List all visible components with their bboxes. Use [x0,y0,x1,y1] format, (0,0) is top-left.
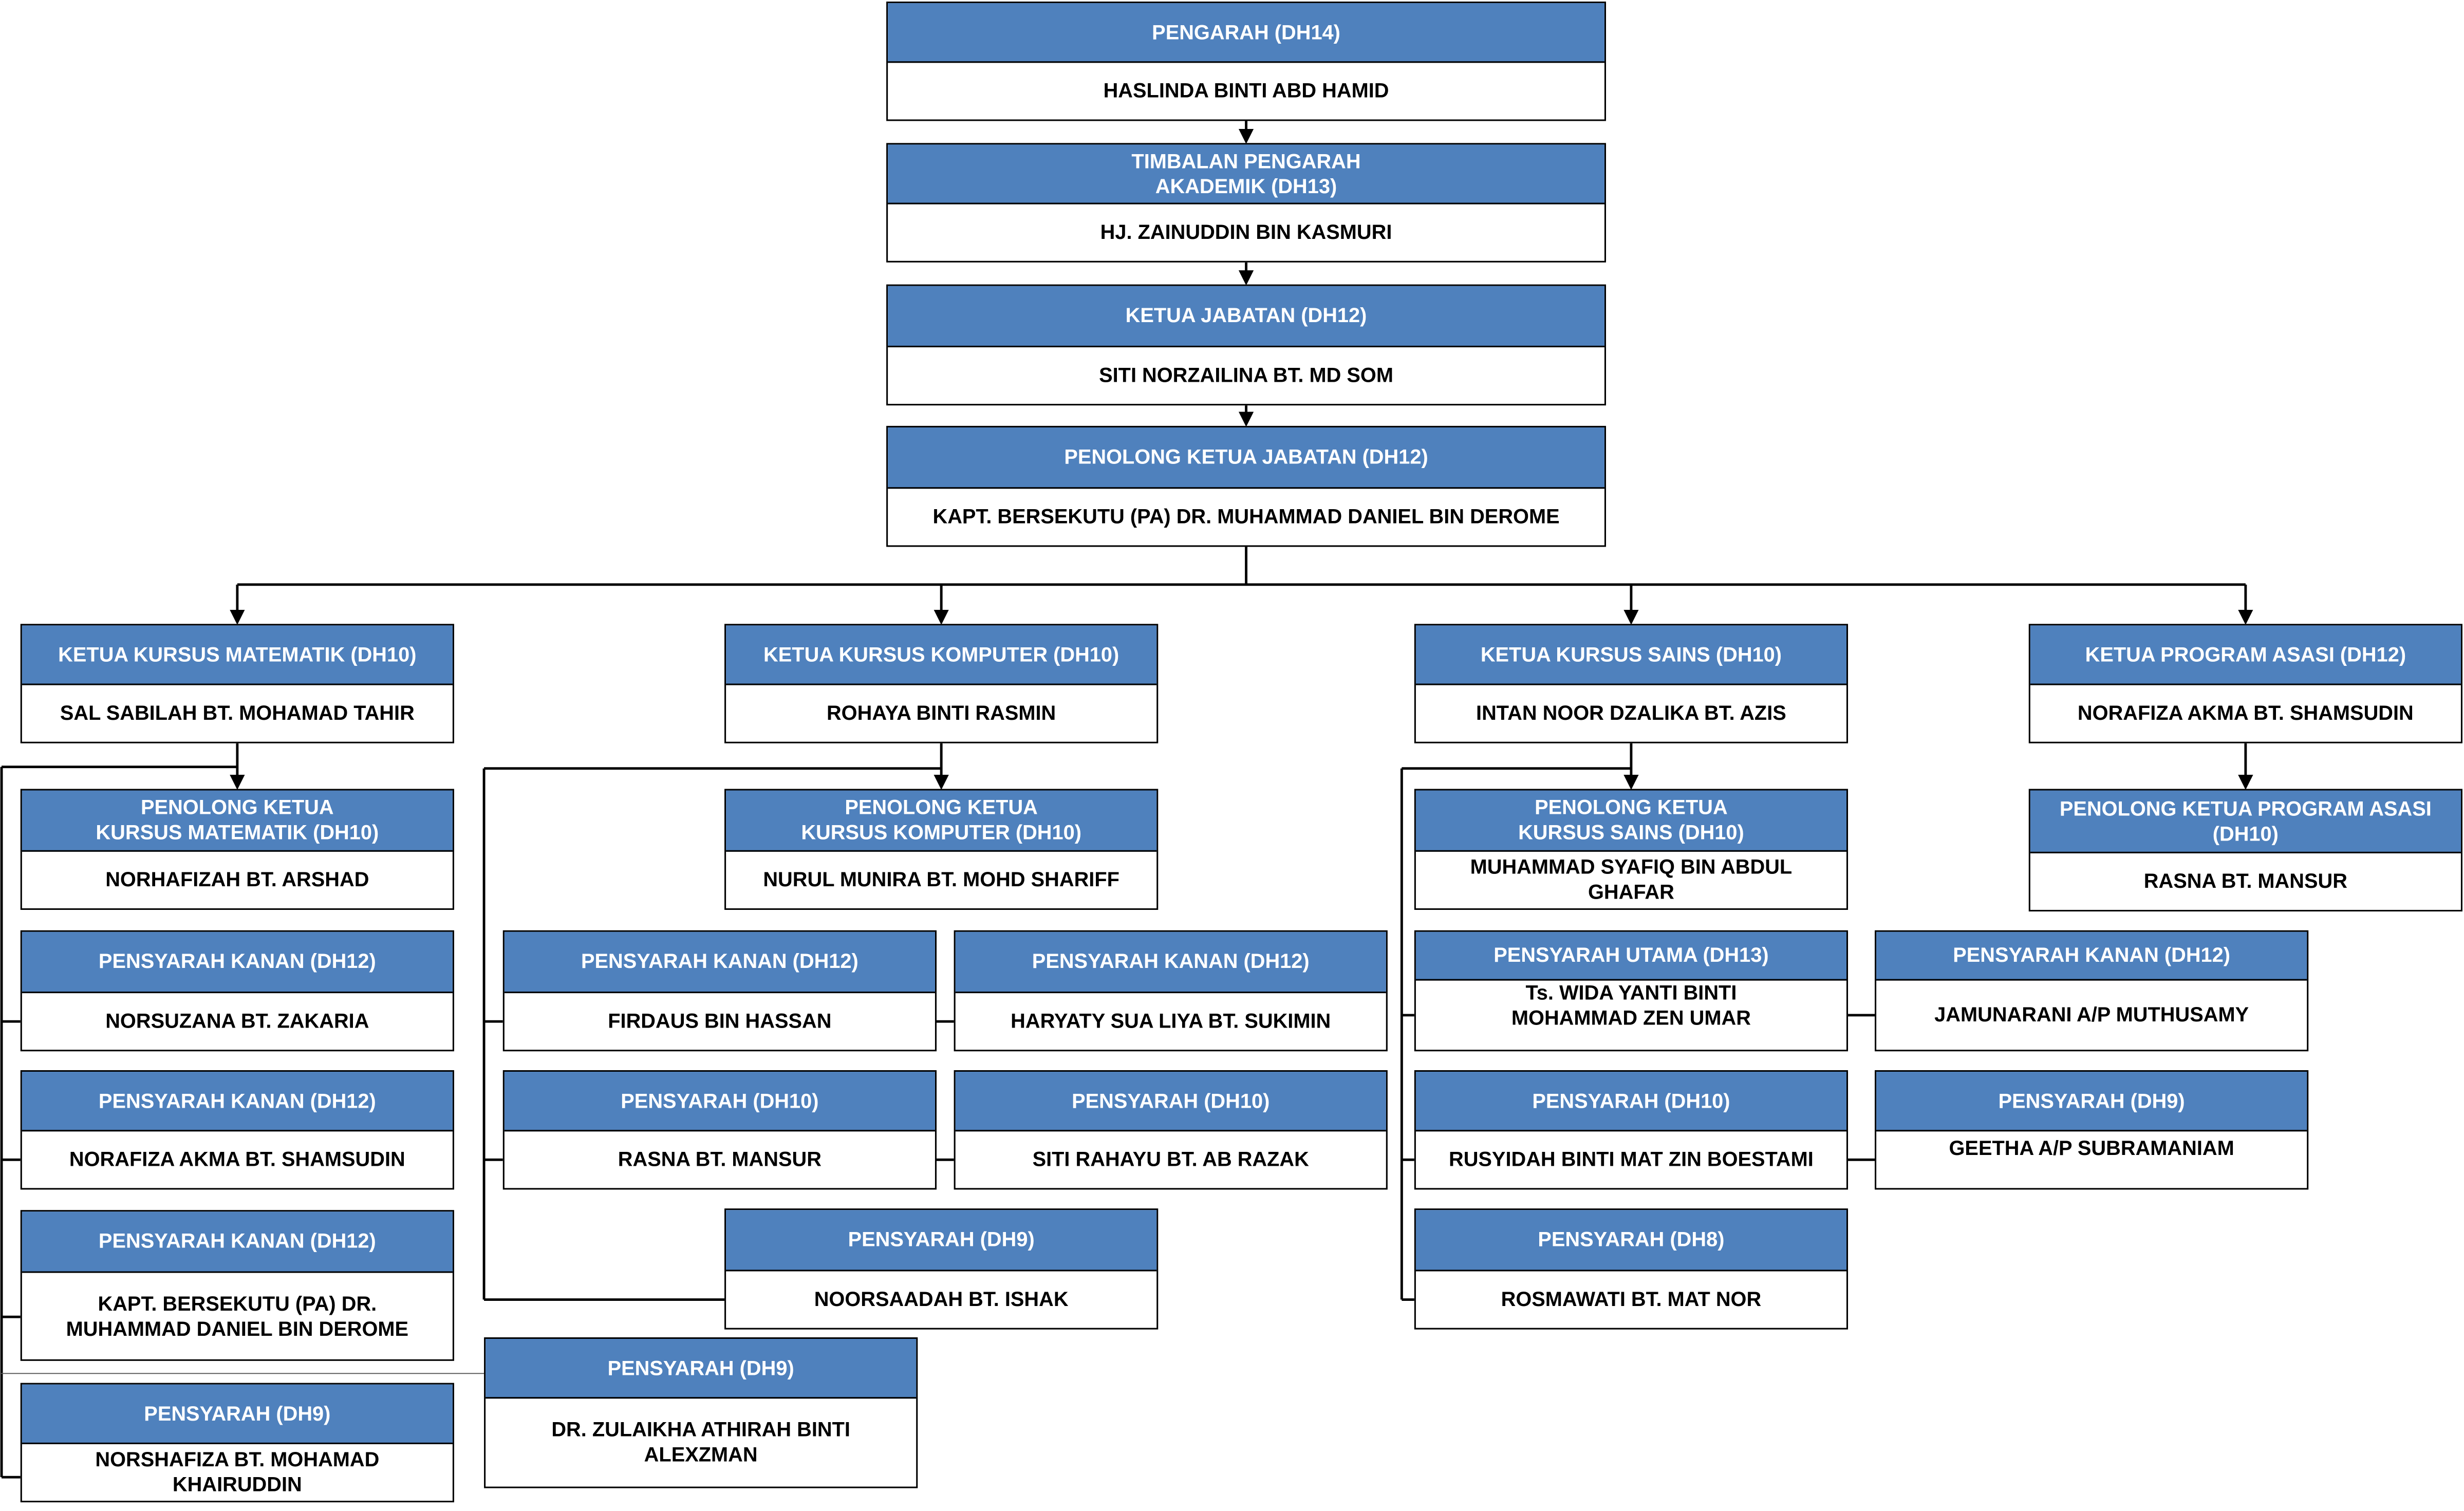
org-box: KETUA JABATAN (DH12) SITI NORZAILINA BT. … [886,284,1606,406]
person-name: NORSUZANA BT. ZAKARIA [105,1009,369,1033]
person-name: SITI NORZAILINA BT. MD SOM [1099,363,1393,387]
position-title: KETUA KURSUS SAINS (DH10) [1415,625,1846,685]
position-title: PENOLONG KETUA PROGRAM ASASI (DH10) [2030,790,2461,853]
org-box: PENSYARAH KANAN (DH12) NORAFIZA AKMA BT. … [20,1070,454,1190]
position-title: PENSYARAH (DH9) [726,1210,1157,1272]
position-title: PENSYARAH KANAN (DH12) [22,1072,453,1132]
org-box: PENOLONG KETUA KURSUS SAINS (DH10)MUHAMM… [1414,789,1849,910]
position-title: PENSYARAH UTAMA (DH13) [1415,931,1846,981]
org-box: KETUA KURSUS KOMPUTER (DH10) ROHAYA BINTI… [724,624,1159,743]
position-title: KETUA KURSUS MATEMATIK (DH10) [22,625,453,685]
position-title: PENOLONG KETUA JABATAN (DH12) [888,427,1604,489]
person-name: KAPT. BERSEKUTU (PA) DR. MUHAMMAD DANIEL… [932,504,1560,528]
person-name: RASNA BT. MANSUR [618,1147,822,1171]
org-box: TIMBALAN PENGARAH AKADEMIK (DH13) HJ. ZAI… [886,143,1606,263]
position-title: PENOLONG KETUA KURSUS SAINS (DH10) [1415,790,1846,852]
org-box: PENSYARAH KANAN (DH12) NORSUZANA BT. ZAKA… [20,930,454,1052]
position-title: PENSYARAH (DH9) [1876,1072,2307,1132]
org-box: KETUA KURSUS SAINS (DH10) INTAN NOOR DZAL… [1414,624,1849,743]
org-box: KETUA KURSUS MATEMATIK (DH10) SAL SABILAH… [20,624,454,743]
position-title: KETUA JABATAN (DH12) [888,286,1604,347]
org-box: PENSYARAH (DH8) ROSMAWATI BT. MAT NOR [1414,1208,1849,1330]
position-title: PENOLONG KETUA KURSUS KOMPUTER (DH10) [726,790,1157,852]
org-box: PENSYARAH KANAN (DH12) FIRDAUS BIN HASSAN [502,930,937,1052]
position-title: PENSYARAH (DH9) [486,1339,917,1399]
position-title: PENSYARAH KANAN (DH12) [955,931,1386,994]
person-name: INTAN NOOR DZALIKA BT. AZIS [1476,701,1786,725]
position-title: PENSYARAH KANAN (DH12) [504,931,935,994]
person-name: HARYATY SUA LIYA BT. SUKIMIN [1011,1009,1331,1033]
org-box: PENSYARAH (DH9)NORSHAFIZA BT. MOHAMAD KH… [20,1383,454,1503]
person-name: GEETHA A/P SUBRAMANIAM [1949,1136,2234,1160]
org-box: PENGARAH (DH14) HASLINDA BINTI ABD HAMID [886,2,1606,121]
position-title: PENSYARAH KANAN (DH12) [1876,931,2307,981]
position-title: PENSYARAH (DH10) [1415,1072,1846,1132]
position-title: PENSYARAH KANAN (DH12) [22,1211,453,1273]
person-name: SITI RAHAYU BT. AB RAZAK [1032,1147,1309,1171]
person-name: JAMUNARANI A/P MUTHUSAMY [1934,1002,2249,1027]
org-box: PENOLONG KETUA JABATAN (DH12) KAPT. BERSE… [886,425,1606,547]
person-name: NOORSAADAH BT. ISHAK [814,1287,1069,1311]
org-box: PENSYARAH (DH9) NOORSAADAH BT. ISHAK [724,1208,1159,1330]
org-box: PENSYARAH (DH10) RASNA BT. MANSUR [502,1070,937,1190]
position-title: KETUA PROGRAM ASASI (DH12) [2030,625,2461,685]
person-name: RASNA BT. MANSUR [2143,869,2347,893]
person-name: KAPT. BERSEKUTU (PA) DR. MUHAMMAD DANIEL… [66,1291,409,1340]
person-name: NORAFIZA AKMA BT. SHAMSUDIN [2077,701,2414,725]
org-box: PENSYARAH (DH9) DR. ZULAIKHA ATHIRAH BINT… [484,1337,918,1488]
person-name: ROSMAWATI BT. MAT NOR [1501,1287,1762,1311]
position-title: KETUA KURSUS KOMPUTER (DH10) [726,625,1157,685]
org-box: PENSYARAH (DH10) RUSYIDAH BINTI MAT ZIN B… [1414,1070,1849,1190]
person-name: MUHAMMAD SYAFIQ BIN ABDUL GHAFAR [1470,854,1793,904]
position-title: PENSYARAH (DH10) [955,1072,1386,1132]
org-box: PENSYARAH (DH9) GEETHA A/P SUBRAMANIAM [1875,1070,2309,1190]
position-title: TIMBALAN PENGARAH AKADEMIK (DH13) [888,144,1604,204]
position-title: PENOLONG KETUA KURSUS MATEMATIK (DH10) [22,790,453,852]
org-box: PENSYARAH (DH10) SITI RAHAYU BT. AB RAZAK [954,1070,1388,1190]
person-name: SAL SABILAH BT. MOHAMAD TAHIR [60,701,415,725]
person-name: NORAFIZA AKMA BT. SHAMSUDIN [69,1147,405,1171]
org-box: PENSYARAH KANAN (DH12) KAPT. BERSEKUTU (P… [20,1210,454,1361]
person-name: Ts. WIDA YANTI BINTI MOHAMMAD ZEN UMAR [1511,980,1751,1030]
position-title: PENSYARAH (DH10) [504,1072,935,1132]
org-box: PENOLONG KETUA KURSUS MATEMATIK (DH10) NO… [20,789,454,910]
position-title: PENSYARAH (DH8) [1415,1210,1846,1272]
person-name: NORHAFIZAH BT. ARSHAD [105,867,369,891]
person-name: NURUL MUNIRA BT. MOHD SHARIFF [763,867,1119,891]
org-box: PENSYARAH KANAN (DH12) JAMUNARANI A/P MUT… [1875,930,2309,1052]
position-title: PENGARAH (DH14) [888,3,1604,63]
position-title: PENSYARAH KANAN (DH12) [22,931,453,994]
org-box: PENOLONG KETUA KURSUS KOMPUTER (DH10) NUR… [724,789,1159,910]
org-box: PENSYARAH UTAMA (DH13)Ts. WIDA YANTI BIN… [1414,930,1849,1052]
org-box: PENSYARAH KANAN (DH12) HARYATY SUA LIYA B… [954,930,1388,1052]
person-name: HASLINDA BINTI ABD HAMID [1103,78,1389,102]
position-title: PENSYARAH (DH9) [22,1384,453,1444]
person-name: DR. ZULAIKHA ATHIRAH BINTI ALEXZMAN [551,1417,850,1466]
org-box: KETUA PROGRAM ASASI (DH12) NORAFIZA AKMA … [2028,624,2462,743]
person-name: ROHAYA BINTI RASMIN [826,701,1056,725]
org-box: PENOLONG KETUA PROGRAM ASASI (DH10) RASNA… [2028,789,2462,912]
person-name: NORSHAFIZA BT. MOHAMAD KHAIRUDDIN [95,1447,380,1496]
person-name: HJ. ZAINUDDIN BIN KASMURI [1100,220,1392,244]
person-name: RUSYIDAH BINTI MAT ZIN BOESTAMI [1448,1147,1814,1171]
person-name: FIRDAUS BIN HASSAN [608,1009,832,1033]
